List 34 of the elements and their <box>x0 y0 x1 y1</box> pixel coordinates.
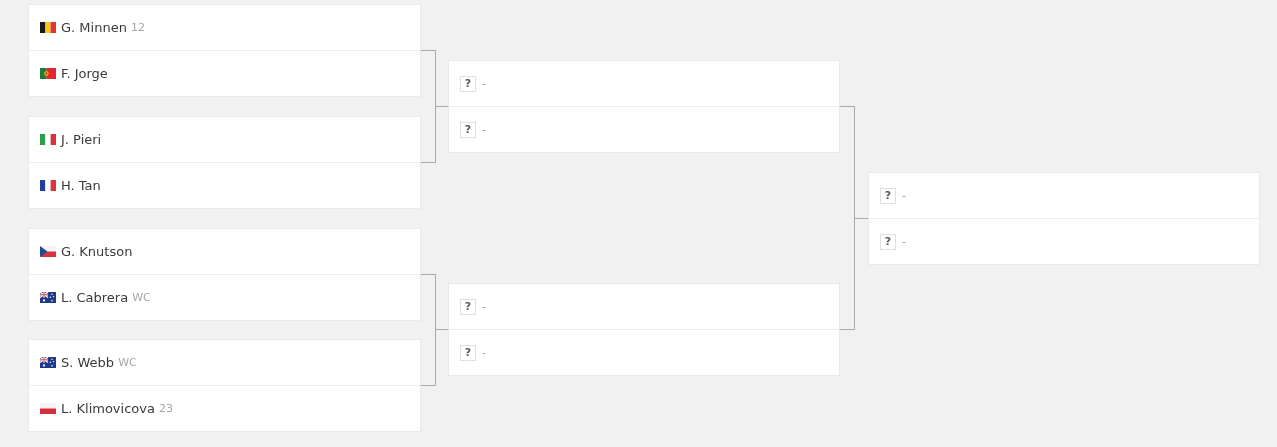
seed-label: WC <box>118 356 137 369</box>
question-mark-tile: ? <box>460 121 476 138</box>
match-card <box>28 228 421 321</box>
placeholder-dash: - <box>482 300 486 313</box>
player-name: L. Klimovicova <box>61 401 155 416</box>
question-mark-tile: ? <box>880 187 896 204</box>
seed-label: WC <box>132 291 151 304</box>
match-card <box>28 4 421 97</box>
bracket-connector <box>420 329 449 386</box>
question-mark-tile: ? <box>460 298 476 315</box>
player-name: F. Jorge <box>61 66 108 81</box>
question-mark-tile: ? <box>460 75 476 92</box>
question-mark-tile: ? <box>460 344 476 361</box>
placeholder-dash: - <box>902 189 906 202</box>
player-name: J. Pieri <box>61 132 102 147</box>
placeholder-dash: - <box>482 346 486 359</box>
match-card <box>28 116 421 209</box>
bracket-connector <box>839 218 869 330</box>
match-card <box>868 172 1260 265</box>
match-card <box>448 283 840 376</box>
player-name: G. Knutson <box>61 244 133 259</box>
placeholder-dash: - <box>902 235 906 248</box>
match-card <box>448 60 840 153</box>
match-card <box>28 339 421 432</box>
placeholder-dash: - <box>482 123 486 136</box>
player-name: G. Minnen <box>61 20 127 35</box>
bracket-connector <box>420 106 449 163</box>
placeholder-dash: - <box>482 77 486 90</box>
player-name: S. Webb <box>61 355 115 370</box>
seed-label: 23 <box>158 402 173 415</box>
player-name: L. Cabrera <box>61 290 129 305</box>
question-mark-tile: ? <box>880 233 896 250</box>
player-name: H. Tan <box>61 178 101 193</box>
seed-label: 12 <box>130 21 145 34</box>
